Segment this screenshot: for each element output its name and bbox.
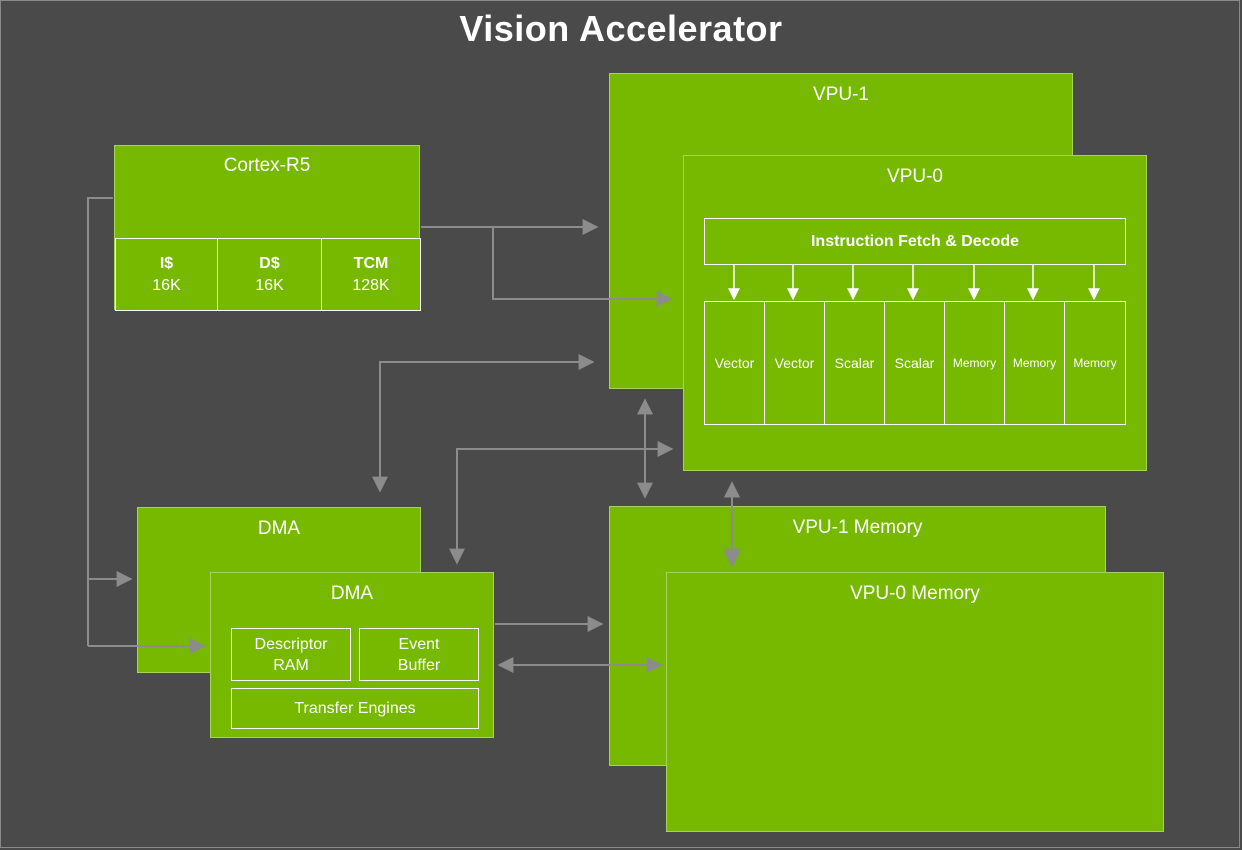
vpu1-title: VPU-1 (813, 84, 869, 105)
vpu0-memory-block: VPU-0 Memory (666, 572, 1164, 832)
unit-memory-2: Memory (1004, 301, 1065, 425)
dma-back-title: DMA (257, 518, 301, 539)
icache-size: 16K (152, 276, 181, 294)
vpu0-title: VPU-0 (887, 166, 943, 187)
wire-dma-front-vpu0 (449, 441, 674, 565)
tcm-size: 128K (352, 276, 390, 294)
event-buffer-cell: Event Buffer (359, 628, 479, 681)
icache-name: I$ (159, 254, 174, 272)
unit-vector-1: Vector (704, 301, 765, 425)
unit-scalar-1: Scalar (824, 301, 885, 425)
unit-memory-1: Memory (944, 301, 1005, 425)
icache-cell: I$ 16K (115, 238, 218, 311)
diagram-title: Vision Accelerator (459, 8, 783, 49)
cortex-r5-block: Cortex-R5 I$ 16K D$ 16K TCM 128K (114, 145, 421, 311)
dcache-name: D$ (259, 254, 280, 272)
vpu0-memory-title: VPU-0 Memory (850, 583, 980, 604)
dcache-size: 16K (255, 276, 284, 294)
unit-vector-2: Vector (764, 301, 825, 425)
tcm-name: TCM (353, 254, 389, 272)
wire-cortex-to-vpu0 (492, 227, 673, 307)
descriptor-ram-cell: Descriptor RAM (231, 628, 351, 681)
dma-front-title: DMA (330, 583, 374, 604)
wire-dma-back-vpu1 (372, 354, 595, 493)
dcache-cell: D$ 16K (217, 238, 322, 311)
transfer-engines-cell: Transfer Engines (231, 688, 479, 729)
fetch-decode-cell: Instruction Fetch & Decode (704, 218, 1126, 265)
vpu0-block: VPU-0 Instruction Fetch & Decode Vector … (683, 155, 1147, 471)
fetch-decode-arrows (728, 265, 1100, 301)
unit-memory-3: Memory (1064, 301, 1126, 425)
cortex-r5-title: Cortex-R5 (223, 155, 311, 176)
wire-cortex-bus (87, 197, 113, 646)
dma-front-block: DMA Descriptor RAM Event Buffer Transfer… (210, 572, 494, 738)
vpu1-memory-title: VPU-1 Memory (792, 517, 923, 538)
unit-scalar-2: Scalar (884, 301, 945, 425)
tcm-cell: TCM 128K (321, 238, 421, 311)
